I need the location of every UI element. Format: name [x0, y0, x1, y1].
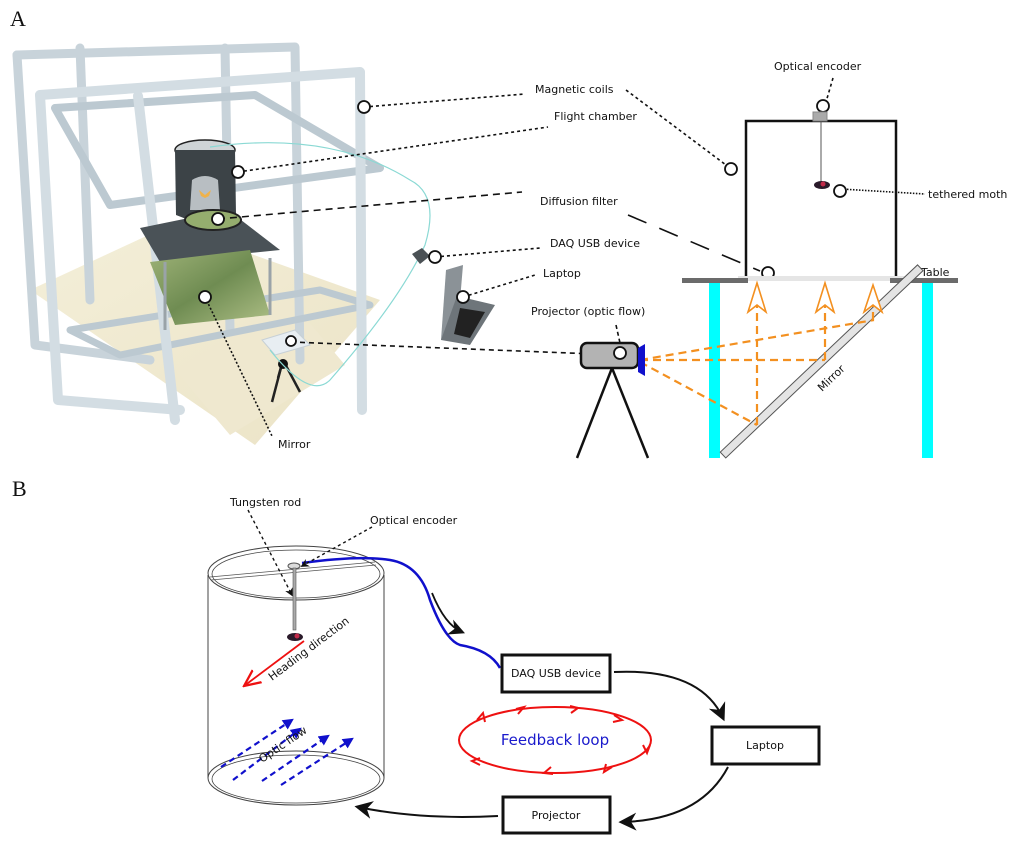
label-projector: Projector (optic flow) — [531, 305, 645, 318]
dot-magnetic-coils — [357, 100, 371, 114]
table-right — [890, 278, 958, 283]
feedback-loop-chevrons — [469, 705, 651, 775]
table-left — [682, 278, 748, 283]
encoder-cable — [301, 556, 502, 669]
dot-laptop — [456, 290, 470, 304]
box-projector — [501, 795, 612, 835]
panel-a-label: A — [10, 6, 26, 31]
feedback-loop-ellipse — [458, 706, 652, 774]
label-optical-encoder-b: Optical encoder — [370, 514, 458, 527]
laptop-keyboard — [454, 308, 485, 338]
label-laptop: Laptop — [543, 267, 581, 280]
label-feedback-loop: Feedback loop — [501, 731, 609, 749]
cylinder-bottom-outer — [207, 750, 385, 806]
label-diffusion-filter: Diffusion filter — [540, 195, 618, 208]
schematic: Mirror — [575, 111, 958, 459]
magnetic-coil-front — [35, 67, 367, 425]
signal-arrow — [431, 592, 465, 635]
label-heading-direction: Heading direction — [266, 614, 352, 683]
arrow-laptop-to-projector — [618, 766, 729, 831]
label-mirror: Mirror — [278, 438, 311, 451]
label-tethered-moth: tethered moth — [928, 188, 1007, 201]
box-laptop-label: Laptop — [746, 739, 784, 752]
daq-device-3d — [412, 248, 430, 264]
moth-icon — [199, 190, 211, 198]
light-arrowheads — [746, 280, 884, 315]
mirror-image — [150, 250, 270, 325]
diffusion-filter-schematic — [738, 276, 906, 281]
label-table: Table — [920, 266, 950, 279]
dot-optical-encoder — [816, 99, 830, 113]
panel-b-label: B — [12, 476, 27, 501]
table-leg-right — [922, 283, 933, 458]
projector-schematic — [579, 341, 640, 370]
label-magnetic-coils: Magnetic coils — [535, 83, 614, 96]
dot-daq — [428, 250, 442, 264]
cylinder-bottom-inner — [211, 754, 381, 804]
projector-lens — [638, 344, 645, 376]
label-tungsten-rod: Tungsten rod — [229, 496, 301, 509]
tripod-schematic — [575, 367, 650, 459]
optic-flow-arrows — [220, 718, 354, 786]
arrow-daq-to-laptop — [613, 670, 726, 722]
box-laptop — [710, 725, 821, 766]
tungsten-pointer — [247, 509, 293, 597]
box-daq-label: DAQ USB device — [511, 667, 601, 680]
tungsten-rod — [292, 567, 297, 631]
encoder-block — [812, 111, 828, 122]
cable — [209, 142, 431, 387]
heading-arrow — [244, 640, 305, 686]
dot-mirror — [198, 290, 212, 304]
dot-flight-chamber — [231, 165, 245, 179]
dot-projector-schematic — [613, 346, 627, 360]
light-paths — [639, 305, 875, 426]
chamber-window — [190, 176, 220, 210]
dot-diffusion-filter — [211, 212, 225, 226]
dot-projector — [285, 335, 297, 347]
panel-b-diagram: Tungsten rod Optical encoder Heading dir… — [207, 496, 821, 835]
callout-leaders — [204, 77, 926, 437]
dot-tethered-moth — [833, 184, 847, 198]
label-flight-chamber: Flight chamber — [554, 110, 637, 123]
table-leg-left — [709, 283, 720, 458]
diffusion-platform — [140, 210, 280, 262]
label-daq-usb-device: DAQ USB device — [550, 237, 640, 250]
dot-flight-chamber-schematic — [724, 162, 738, 176]
box-projector-label: Projector — [532, 809, 581, 822]
box-daq — [500, 653, 612, 694]
rig-rendering — [12, 42, 495, 445]
encoder-pointer — [300, 526, 373, 567]
label-optic-flow: Optic flow — [256, 724, 309, 766]
arrow-projector-to-chamber — [354, 801, 499, 819]
label-optical-encoder: Optical encoder — [774, 60, 862, 73]
